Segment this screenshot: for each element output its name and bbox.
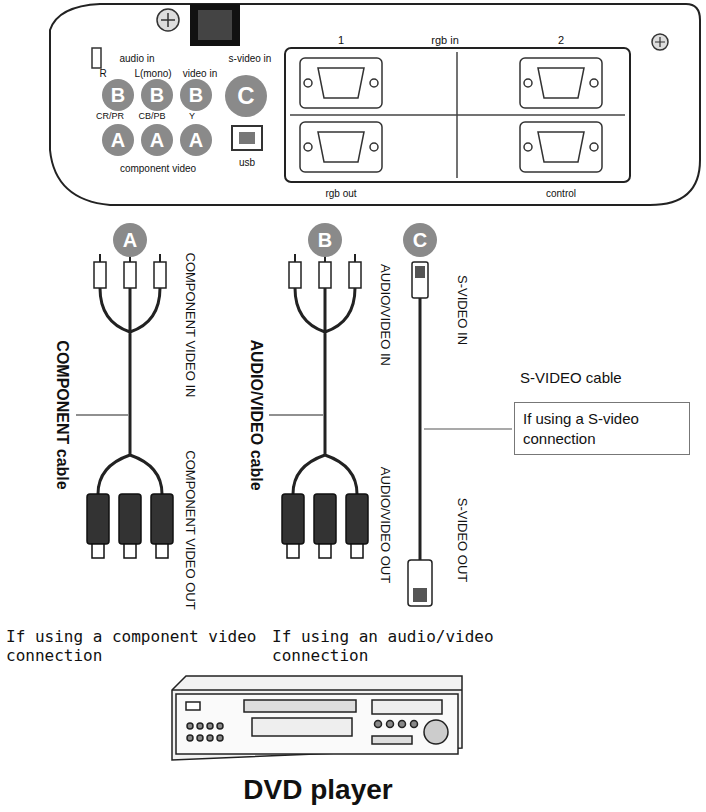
callout-letter: B xyxy=(308,223,342,257)
callout-letter: C xyxy=(225,75,267,117)
callout-box: If using a S-video connection xyxy=(514,402,690,455)
callout-letter-text: C xyxy=(413,229,427,252)
cable-label: COMPONENT VIDEO OUT xyxy=(183,450,197,609)
cable-label: COMPONENT cable xyxy=(53,340,71,489)
panel-label: Y xyxy=(189,112,195,122)
callout-letter-text: A xyxy=(111,129,125,152)
callout-letter-text: A xyxy=(150,129,164,152)
callout-letter: A xyxy=(113,223,147,257)
s-video-cable xyxy=(408,262,512,606)
callout-letter: C xyxy=(403,223,437,257)
panel-label: DVD player xyxy=(243,775,392,806)
callout-letter: B xyxy=(102,79,134,111)
callout-letter-text: B xyxy=(150,84,164,107)
callout-letter-text: B xyxy=(111,84,125,107)
callout-letter: B xyxy=(141,79,173,111)
panel-label: usb xyxy=(239,157,255,168)
projector-panel xyxy=(50,4,700,205)
callout-letter: B xyxy=(180,79,212,111)
panel-label: CB/PB xyxy=(138,112,165,122)
panel-label: control xyxy=(546,188,576,199)
cable-label: S-VIDEO OUT xyxy=(455,498,469,583)
audio-video-cable xyxy=(269,254,368,558)
panel-label: s-video in xyxy=(229,53,272,64)
cable-label: AUDIO/VIDEO IN xyxy=(378,264,392,366)
usb-port xyxy=(232,126,262,150)
panel-slot xyxy=(92,48,101,68)
panel-label: 1 xyxy=(338,34,344,46)
connection-note: If using an audio/video connection xyxy=(272,627,534,665)
panel-label: L(mono) xyxy=(134,68,171,79)
panel-label: R xyxy=(99,68,106,79)
screw xyxy=(157,9,179,31)
callout-text: If using a S-video connection xyxy=(523,409,681,448)
callout-letter-text: A xyxy=(189,129,203,152)
panel-label: audio in xyxy=(119,53,154,64)
rgb-block xyxy=(285,48,630,182)
panel-label: video in xyxy=(183,68,217,79)
cable-label: AUDIO/VIDEO OUT xyxy=(378,467,392,583)
connection-note: If using a component video connection xyxy=(6,627,268,665)
cable-label: S-VIDEO cable xyxy=(520,370,622,387)
callout-letter-text: C xyxy=(237,82,254,110)
panel-label: CR/PR xyxy=(96,112,124,122)
panel-label: rgb in xyxy=(431,34,459,46)
panel-label: 2 xyxy=(558,34,564,46)
panel-label: component video xyxy=(120,163,196,174)
dvd-player xyxy=(172,676,462,760)
d-sub-ports xyxy=(300,58,602,172)
callout-letter: A xyxy=(141,124,173,156)
cable-label: COMPONENT VIDEO IN xyxy=(183,253,197,398)
cable-label: S-VIDEO IN xyxy=(455,275,469,345)
callout-letter: A xyxy=(180,124,212,156)
callout-letter-text: B xyxy=(189,84,203,107)
callout-letter-text: B xyxy=(318,229,332,252)
callout-letter-text: A xyxy=(123,229,137,252)
callout-letter: A xyxy=(102,124,134,156)
cable-label: AUDIO/VIDEO cable xyxy=(247,339,265,490)
panel-label: rgb out xyxy=(325,188,356,199)
component-cable xyxy=(76,254,173,558)
power-block xyxy=(190,4,240,46)
